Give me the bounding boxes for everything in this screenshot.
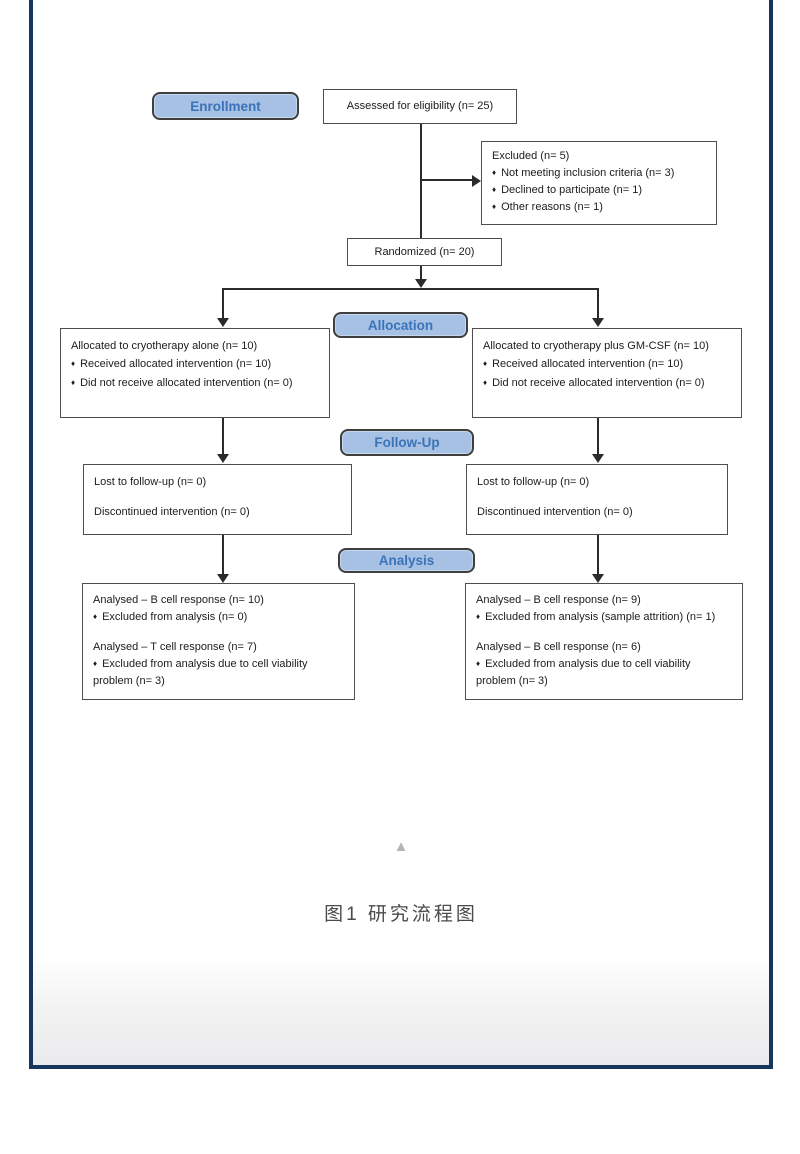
connector-line	[222, 288, 599, 290]
excluded-bullet: ♦ Not meeting inclusion criteria (n= 3)	[492, 165, 706, 182]
bullet-diamond-icon: ♦	[483, 378, 488, 387]
allocation-right-title: Allocated to cryotherapy plus GM-CSF (n=…	[483, 340, 709, 352]
analysis-left-group2-bullet-text: Excluded from analysis due to cell viabi…	[93, 658, 308, 687]
analysis-right-group1-bullet-text: Excluded from analysis (sample attrition…	[485, 611, 716, 623]
box-excluded: Excluded (n= 5) ♦ Not meeting inclusion c…	[481, 141, 717, 225]
arrow-down-icon	[592, 318, 604, 327]
randomized-text: Randomized (n= 20)	[374, 245, 475, 258]
allocation-left-bullet: ♦ Received allocated intervention (n= 10)	[71, 355, 319, 374]
bullet-diamond-icon: ♦	[492, 185, 497, 194]
spacer	[476, 626, 732, 639]
connector-line	[222, 418, 224, 455]
arrow-down-icon	[217, 574, 229, 583]
excluded-title: Excluded (n= 5)	[492, 150, 570, 162]
arrow-down-icon	[217, 454, 229, 463]
arrow-down-icon	[592, 574, 604, 583]
scroll-top-triangle-icon[interactable]: ▲	[393, 838, 409, 855]
analysis-left-group1-title: Analysed – B cell response (n= 10)	[93, 594, 264, 606]
analysis-left-group2-bullet: ♦Excluded from analysis due to cell viab…	[93, 656, 344, 690]
allocation-right-bullet: ♦ Received allocated intervention (n= 10)	[483, 355, 731, 374]
analysis-left-group2-title: Analysed – T cell response (n= 7)	[93, 641, 257, 653]
box-assessed-eligibility: Assessed for eligibility (n= 25)	[323, 89, 517, 124]
spacer	[93, 626, 344, 639]
analysis-right-group1-bullet: ♦ Excluded from analysis (sample attritio…	[476, 609, 732, 626]
bullet-diamond-icon: ♦	[93, 659, 98, 668]
allocation-left-bullet: ♦ Did not receive allocated intervention …	[71, 374, 319, 393]
bullet-diamond-icon: ♦	[476, 659, 481, 668]
stage-label-followup: Follow-Up	[340, 429, 474, 456]
arrow-down-icon	[217, 318, 229, 327]
connector-line	[222, 535, 224, 575]
bullet-diamond-icon: ♦	[71, 359, 76, 368]
excluded-bullet: ♦ Other reasons (n= 1)	[492, 199, 706, 216]
excluded-bullet-text: Declined to participate (n= 1)	[501, 184, 643, 196]
analysis-left-group1-bullet-text: Excluded from analysis (n= 0)	[102, 611, 248, 623]
analysis-right-group2-bullet: ♦Excluded from analysis due to cell viab…	[476, 656, 732, 690]
box-analysis-right: Analysed – B cell response (n= 9) ♦Exclu…	[465, 583, 743, 700]
connector-line	[421, 179, 473, 181]
stage-label-analysis: Analysis	[338, 548, 475, 573]
connector-line	[597, 418, 599, 455]
allocation-left-title: Allocated to cryotherapy alone (n= 10)	[71, 340, 258, 352]
assessed-text: Assessed for eligibility (n= 25)	[346, 100, 494, 112]
analysis-right-group2-bullet-text: Excluded from analysis due to cell viabi…	[476, 658, 691, 687]
bullet-diamond-icon: ♦	[483, 359, 488, 368]
box-allocation-right: Allocated to cryotherapy plus GM-CSF (n=…	[472, 328, 742, 418]
analysis-right-group1-title: Analysed – B cell response (n= 9)	[476, 594, 641, 606]
allocation-left-bullet-text: Received allocated intervention (n= 10)	[80, 358, 272, 370]
bullet-diamond-icon: ♦	[492, 202, 497, 211]
bullet-diamond-icon: ♦	[492, 168, 497, 177]
bullet-diamond-icon: ♦	[476, 612, 481, 621]
connector-line	[420, 124, 422, 238]
allocation-right-bullet: ♦ Did not receive allocated intervention …	[483, 374, 731, 393]
box-randomized: Randomized (n= 20)	[347, 238, 502, 266]
arrow-down-icon	[415, 279, 427, 288]
connector-line	[420, 266, 422, 282]
excluded-bullet-text: Not meeting inclusion criteria (n= 3)	[501, 167, 675, 179]
analysis-right-group2-title: Analysed – B cell response (n= 6)	[476, 641, 641, 653]
excluded-bullet: ♦ Declined to participate (n= 1)	[492, 182, 706, 199]
box-analysis-left: Analysed – B cell response (n= 10) ♦Excl…	[82, 583, 355, 700]
arrow-right-icon	[472, 175, 481, 187]
footer-gradient	[33, 956, 769, 1065]
bullet-diamond-icon: ♦	[71, 378, 76, 387]
spacer	[94, 491, 341, 504]
stage-label-enrollment: Enrollment	[152, 92, 299, 120]
stage-label-allocation: Allocation	[333, 312, 468, 338]
spacer	[477, 491, 717, 504]
box-followup-right: Lost to follow-up (n= 0) Discontinued in…	[466, 464, 728, 535]
analysis-left-group1-bullet: ♦ Excluded from analysis (n= 0)	[93, 609, 344, 626]
excluded-bullet-text: Other reasons (n= 1)	[501, 201, 603, 213]
box-allocation-left: Allocated to cryotherapy alone (n= 10) ♦…	[60, 328, 330, 418]
followup-right-line1: Lost to follow-up (n= 0)	[477, 476, 590, 488]
followup-right-line2: Discontinued intervention (n= 0)	[477, 506, 633, 518]
figure-caption: 图1 研究流程图	[324, 904, 478, 925]
bullet-diamond-icon: ♦	[93, 612, 98, 621]
page-frame-border	[29, 0, 773, 1069]
allocation-left-bullet-text: Did not receive allocated intervention (…	[80, 377, 293, 389]
followup-left-line2: Discontinued intervention (n= 0)	[94, 506, 250, 518]
connector-line	[597, 535, 599, 575]
box-followup-left: Lost to follow-up (n= 0) Discontinued in…	[83, 464, 352, 535]
arrow-down-icon	[592, 454, 604, 463]
allocation-right-bullet-text: Received allocated intervention (n= 10)	[492, 358, 684, 370]
allocation-right-bullet-text: Did not receive allocated intervention (…	[492, 377, 705, 389]
connector-line	[597, 288, 599, 319]
connector-line	[222, 288, 224, 319]
followup-left-line1: Lost to follow-up (n= 0)	[94, 476, 207, 488]
